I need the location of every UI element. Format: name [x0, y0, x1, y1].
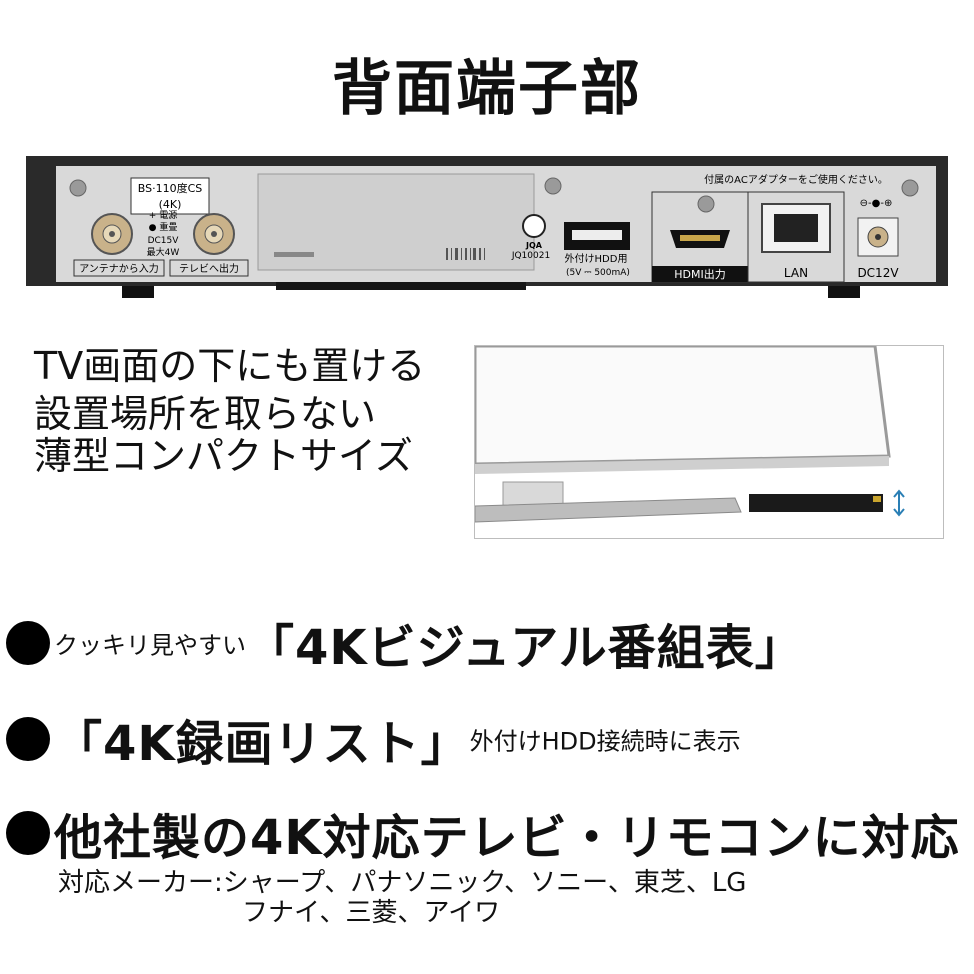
jqa-cert-icon: [522, 214, 546, 238]
tv-illustration-svg: [473, 344, 905, 523]
feature-2-small: 外付けHDD接続時に表示: [469, 727, 741, 756]
tagline-line3: 薄型コンパクトサイズ: [34, 434, 413, 478]
power-label-line4: 最大4W: [147, 246, 180, 258]
power-label-line1: + 電源: [149, 210, 177, 221]
cert-id: JQ10021: [511, 251, 550, 261]
usb-label-line1: 外付けHDD用: [565, 252, 628, 265]
feature-1: クッキリ見やすい「4Kビジュアル番組表」: [6, 608, 804, 678]
page-title: 背面端子部: [332, 54, 642, 124]
maker-list-line1: 対応メーカー:シャープ、パナソニック、ソニー、東芝、LG: [58, 868, 747, 898]
tv-placement-illustration: [473, 344, 944, 539]
device-rear-panel: BS·110度CS (4K) + 電源 ● 重畳 DC15V 最大4W アンテナ…: [26, 156, 948, 298]
cert-mark: JQA: [525, 241, 543, 250]
hdmi-label: HDMI出力: [674, 267, 725, 281]
usb-label-line2: (5V ⎓ 500mA): [566, 268, 630, 278]
tv-out-label: テレビへ出力: [179, 262, 239, 275]
lan-label: LAN: [784, 266, 808, 280]
device-foot-right: [828, 286, 860, 298]
feature-3-big: 他社製の4K対応テレビ・リモコンに対応: [54, 810, 960, 866]
tv-out-connector: [193, 213, 235, 255]
power-label-line2: ● 重畳: [149, 221, 178, 233]
feature-2-big: 「4K録画リスト」: [54, 716, 470, 772]
bullet-icon: [6, 811, 50, 855]
device-bottom-edge: [276, 282, 526, 290]
feature-1-big: 「4Kビジュアル番組表」: [246, 620, 804, 676]
device-foot-left: [122, 286, 154, 298]
bs-label-line2: (4K): [159, 198, 182, 211]
screw-icon: [69, 177, 919, 213]
tv-screen: [473, 344, 891, 466]
feature-2: 「4K録画リスト」外付けHDD接続時に表示: [6, 704, 741, 774]
feature-3: 他社製の4K対応テレビ・リモコンに対応: [6, 798, 960, 868]
tagline-line1: TV画面の下にも置ける: [34, 344, 426, 388]
tagline-line2: 設置場所を取らない: [34, 392, 377, 436]
device-on-stand: [749, 494, 883, 512]
tv-bottom-bezel: [475, 456, 889, 474]
antenna-in-label: アンテナから入力: [79, 262, 159, 275]
feature-1-small: クッキリ見やすい: [54, 631, 246, 660]
maker-list-line2: フナイ、三菱、アイワ: [242, 898, 501, 928]
polarity-label: ⊖-●-⊕: [860, 198, 893, 209]
bs-label-line1: BS·110度CS: [138, 181, 203, 195]
adapter-notice: 付属のACアダプターをご使用ください。: [704, 173, 888, 186]
bullet-icon: [6, 717, 50, 761]
tv-stand-base: [474, 497, 742, 523]
bullet-icon: [6, 621, 50, 665]
dc-label: DC12V: [857, 266, 899, 280]
power-label-line3: DC15V: [148, 236, 180, 246]
barcode: [446, 248, 485, 260]
antenna-in-connector: [91, 213, 133, 255]
